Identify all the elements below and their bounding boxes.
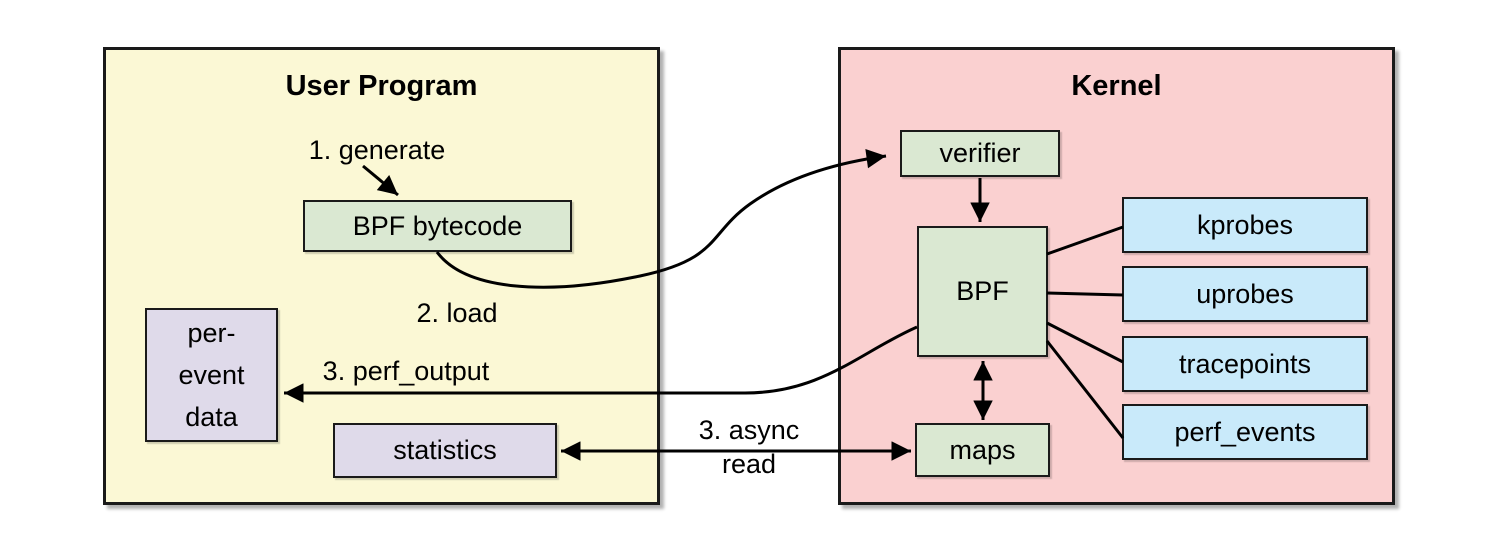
kprobes-node: kprobes	[1122, 197, 1368, 253]
tracepoints-node: tracepoints	[1122, 336, 1368, 392]
bpf-bytecode-node: BPF bytecode	[303, 200, 572, 252]
bpf-node: BPF	[917, 226, 1048, 357]
perf-events-node: perf_events	[1122, 404, 1368, 460]
statistics-node: statistics	[333, 423, 557, 478]
maps-node: maps	[915, 423, 1050, 477]
uprobes-node: uprobes	[1122, 266, 1368, 322]
step-label-load: 2. load	[416, 298, 498, 328]
kernel-title: Kernel	[1071, 70, 1162, 102]
step-label-async-read: 3. async read	[698, 415, 800, 479]
verifier-node: verifier	[900, 130, 1060, 177]
step-label-generate: 1. generate	[308, 135, 446, 165]
step-label-perf-output: 3. perf_output	[322, 356, 490, 386]
user-program-title: User Program	[285, 70, 478, 102]
per-event-data-label: per- event data	[178, 318, 245, 432]
per-event-data-node: per- event data	[145, 308, 278, 442]
